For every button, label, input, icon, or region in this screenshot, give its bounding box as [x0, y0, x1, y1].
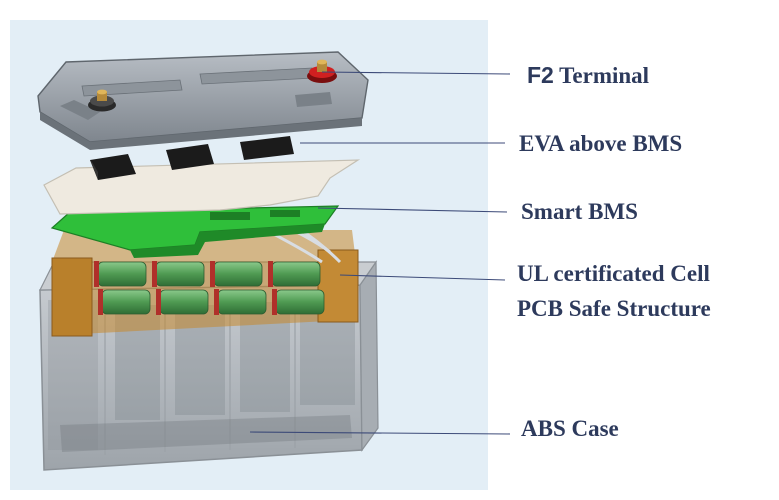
abs-case [39, 260, 379, 471]
callout-terminal-suffix: Terminal [553, 63, 650, 88]
cell-band [214, 289, 219, 315]
cell-band [156, 289, 161, 315]
cell-band [268, 261, 273, 287]
cell-band [152, 261, 157, 287]
callout-eva-above-bms: EVA above BMS [519, 131, 683, 156]
battery-cell [97, 261, 147, 287]
cell-band [272, 289, 277, 315]
battery-cell [155, 261, 205, 287]
cell-band [210, 261, 215, 287]
battery-cell [159, 289, 209, 315]
cell-band [98, 289, 103, 315]
callout-pcb-safe-structure: PCB Safe Structure [517, 296, 711, 321]
battery-cell [217, 289, 267, 315]
battery-cell [101, 289, 151, 315]
cell-rows [94, 261, 325, 315]
callout-f2-prefix: F2 [527, 62, 554, 88]
f2-terminal-negative [88, 89, 116, 112]
callout-ul-cell: UL certificated Cell [517, 261, 710, 286]
insulation-pads [90, 136, 294, 180]
eva-sheet [43, 159, 361, 215]
battery-cell [275, 289, 325, 315]
smart-bms-board [50, 205, 340, 258]
callout-f2-terminal: F2 Terminal [527, 62, 650, 88]
battery-cell [271, 261, 321, 287]
battery-lid [37, 51, 369, 150]
callout-abs-case: ABS Case [521, 416, 619, 441]
leader-lines [249, 71, 511, 435]
battery-cell [213, 261, 263, 287]
cell-band [94, 261, 99, 287]
callout-smart-bms: Smart BMS [521, 199, 638, 224]
